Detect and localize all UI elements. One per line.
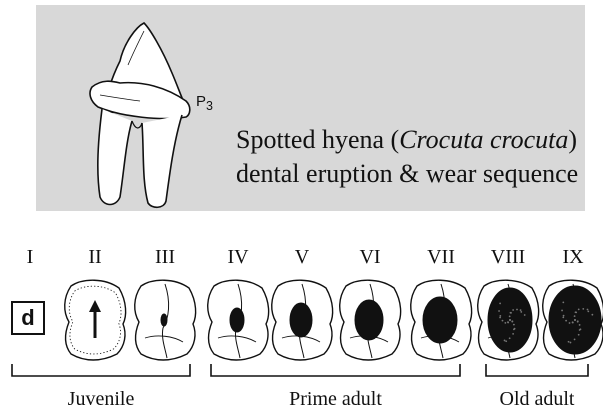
caption: Spotted hyena (Crocuta crocuta) dental e… [236,123,603,191]
tooth-stage-5 [272,280,333,360]
caption-species: Crocuta crocuta [399,125,568,154]
stage-label-1: I [0,246,60,269]
tooth-stage-4 [208,280,269,360]
caption-pre: Spotted hyena ( [236,125,399,154]
group-label-1: Juvenile [21,388,181,411]
bracket-group-1 [12,364,190,376]
stage-label-4: IV [208,246,268,269]
bracket-group-3 [486,364,588,376]
caption-post: ) [568,125,577,154]
bracket-group-2 [211,364,460,376]
stage-label-3: III [135,246,195,269]
tooth-stage-3 [135,280,196,360]
group-label-3: Old adult [457,388,603,411]
p3-tooth-drawing [82,21,222,211]
tooth-wear-sequence [0,272,603,367]
p3-label: P3 [196,93,213,113]
tooth-stage-9 [543,280,603,360]
stage-label-5: V [272,246,332,269]
stage-label-7: VII [411,246,471,269]
illustration-panel: P3 Spotted hyena (Crocuta crocuta) denta… [36,5,585,211]
tooth-stage-7 [411,280,472,360]
group-label-2: Prime adult [256,388,416,411]
stage-label-8: VIII [478,246,538,269]
stage-label-9: IX [543,246,603,269]
stage-label-2: II [65,246,125,269]
tooth-stage-8 [478,280,539,360]
stage-label-6: VI [340,246,400,269]
tooth-stage-2 [65,280,126,360]
tooth-stage-6 [340,280,401,360]
caption-line2: dental eruption & wear sequence [236,157,603,191]
